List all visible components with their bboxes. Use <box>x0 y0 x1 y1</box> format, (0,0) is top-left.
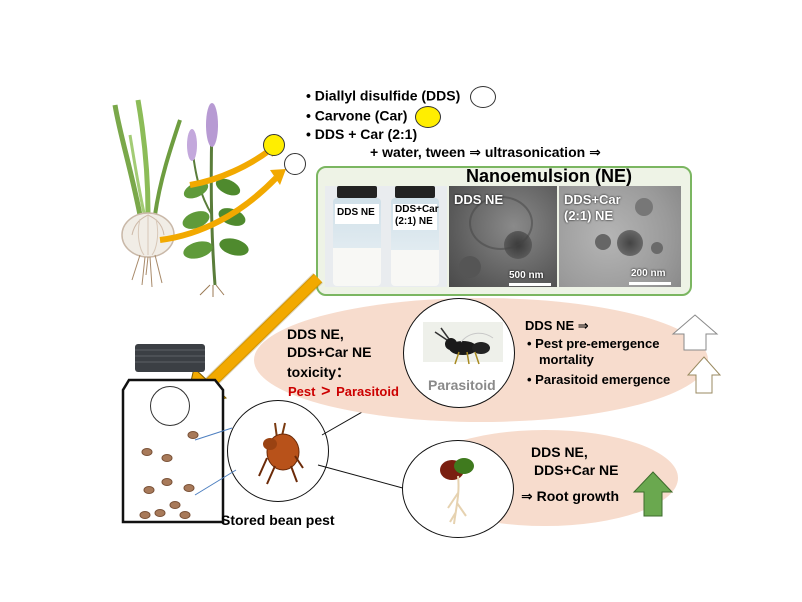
car-circle-icon <box>415 106 442 128</box>
toxicity-line2: DDS+Car NE <box>287 344 372 360</box>
root-line1: DDS NE, <box>531 444 588 460</box>
root-line3: ⇒ Root growth <box>521 488 620 504</box>
effect-item1-line2: mortality <box>539 352 594 367</box>
wasp-icon <box>423 322 503 365</box>
effect-item2: • Parasitoid emergence <box>527 372 671 387</box>
toxicity-compare: Pest > Parasitoid <box>288 383 399 400</box>
toxicity-line1: DDS NE, <box>287 326 344 342</box>
ingredient-dds: • Diallyl disulfide (DDS) <box>306 86 497 108</box>
garlic-icon <box>112 99 182 288</box>
tem1-scale: 500 nm <box>509 270 544 281</box>
dds-drop-icon <box>284 153 306 175</box>
vials-photo: DDS NE DDS+Car (2:1) NE <box>325 186 447 287</box>
tem-image-dds: DDS NE 500 nm <box>449 186 557 287</box>
vial-1 <box>333 186 381 286</box>
beetle-icon <box>258 422 304 485</box>
carvone-drop-icon <box>263 134 285 156</box>
tem1-label: DDS NE <box>454 192 504 207</box>
tem2-label-1: DDS+Car <box>564 192 621 207</box>
tem2-label-2: (2:1) NE <box>564 208 614 223</box>
plant-illustration <box>112 99 286 297</box>
vial-1-label: DDS NE <box>337 207 375 218</box>
up-arrow-icon <box>671 314 719 351</box>
ingredient-mix: • DDS + Car (2:1) <box>306 126 418 142</box>
tem2-scale: 200 nm <box>631 268 666 279</box>
green-up-arrow-icon <box>632 471 674 517</box>
parasitoid-label: Parasitoid <box>428 377 496 393</box>
ingredient-car: • Carvone (Car) <box>306 106 442 128</box>
root-line2: DDS+Car NE <box>534 462 619 478</box>
process-step: + water, tween ⇒ ultrasonication ⇒ <box>370 144 601 160</box>
effects-head: DDS NE ⇒ <box>525 318 589 333</box>
dds-circle-icon <box>470 86 497 108</box>
vial-2-label-2: (2:1) NE <box>395 216 433 227</box>
vial-2 <box>391 186 439 286</box>
mint-icon <box>182 103 249 297</box>
vial-2-label-1: DDS+Car <box>395 204 439 215</box>
seedling-icon <box>440 458 474 525</box>
toxicity-line3: toxicity： <box>287 364 351 380</box>
up-arrow-outline-icon <box>686 356 722 394</box>
tem-image-ddscar: DDS+Car (2:1) NE 200 nm <box>559 186 681 287</box>
effect-item1-line1: • Pest pre-emergence <box>527 336 660 351</box>
jar-icon <box>121 344 225 524</box>
jar-drop-circle <box>150 386 190 426</box>
nanoemulsion-title: Nanoemulsion (NE) <box>466 166 633 186</box>
pest-label: Stored bean pest <box>221 512 335 528</box>
